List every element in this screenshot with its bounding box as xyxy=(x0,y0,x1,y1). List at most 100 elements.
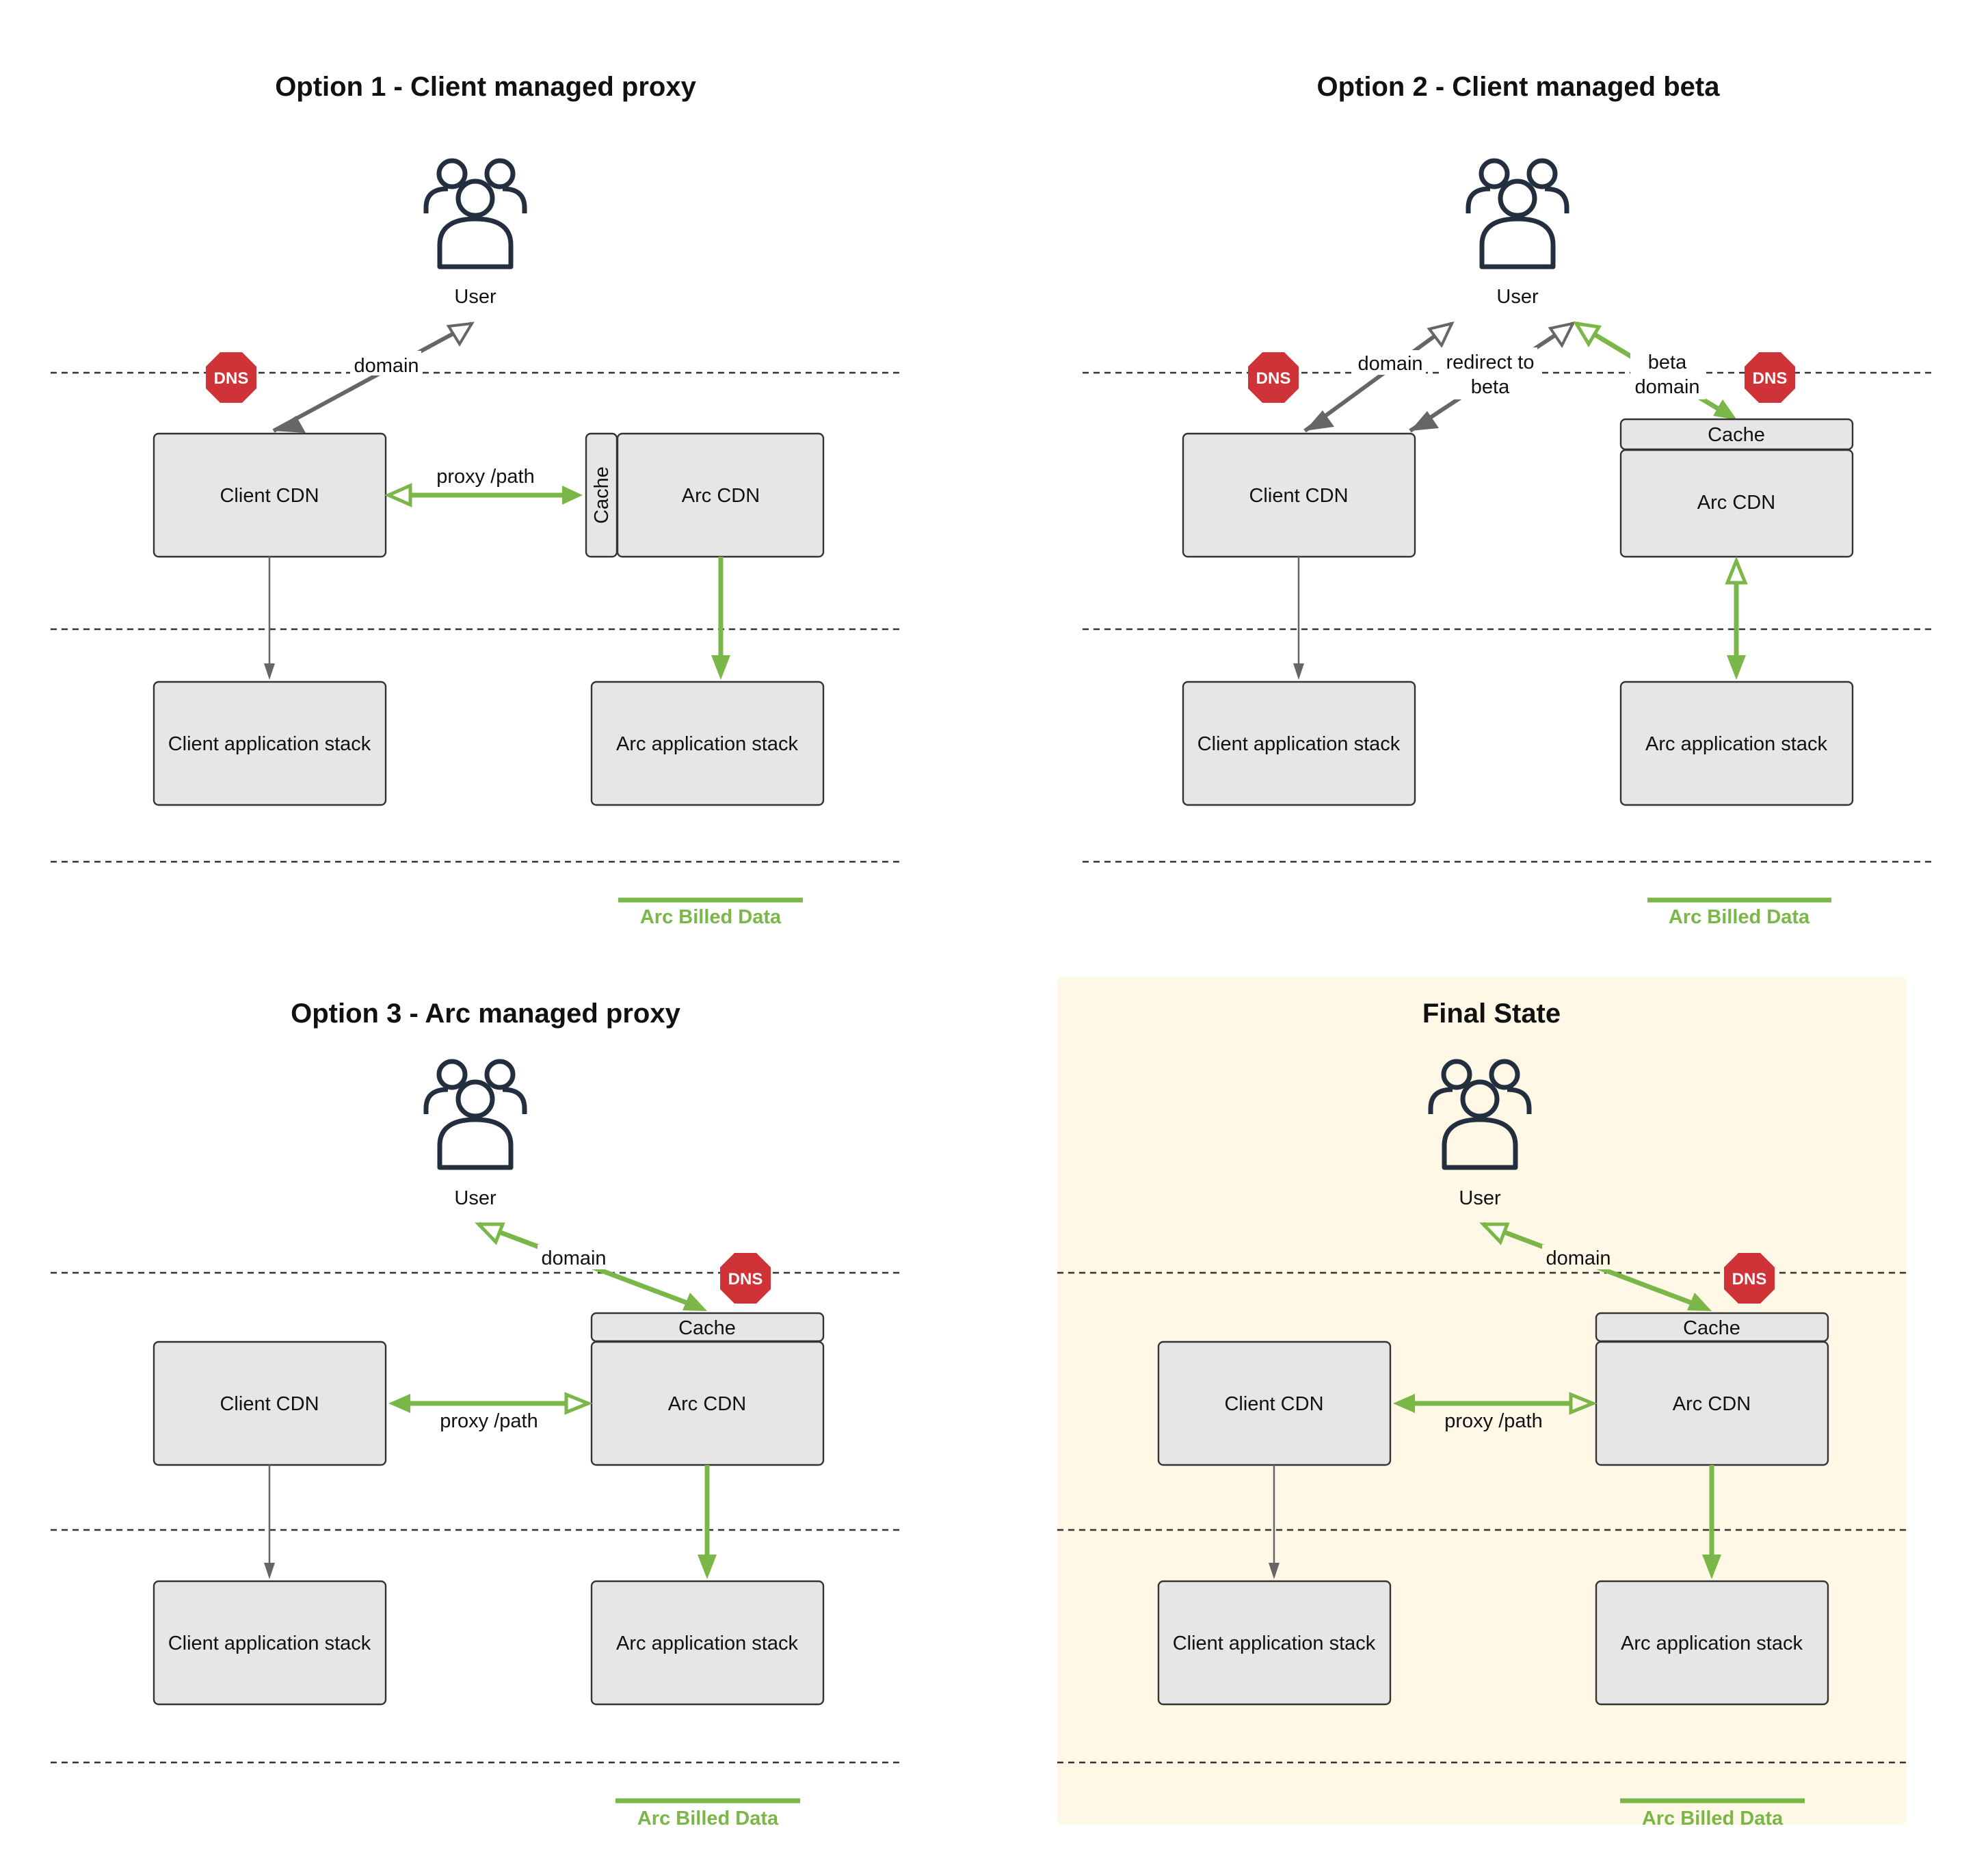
proxy-label: proxy /path xyxy=(440,1410,538,1432)
dns-badge-label: DNS xyxy=(214,369,249,388)
arc-cdn-label: Arc CDN xyxy=(668,1393,746,1415)
label-backdrop xyxy=(1630,347,1706,399)
arrowhead-filled xyxy=(264,663,275,680)
user-group-icon xyxy=(426,161,525,267)
legend-label: Arc Billed Data xyxy=(637,1808,779,1829)
arrowhead-open xyxy=(384,483,412,507)
cache-label: Cache xyxy=(1708,424,1765,446)
beta-label-line2: domain xyxy=(1634,376,1699,398)
arc-stack-label: Arc application stack xyxy=(1645,733,1827,755)
dns-badge-label: DNS xyxy=(1256,369,1291,388)
client-stack-box xyxy=(153,1580,387,1706)
arrowhead-filled xyxy=(1305,410,1334,431)
arrowhead-filled xyxy=(1410,411,1439,431)
client-stack-label: Client application stack xyxy=(1173,1633,1376,1654)
arc-stack-box xyxy=(1595,1580,1829,1706)
redirect-label-line2: beta xyxy=(1471,376,1510,398)
client-cdn-label: Client CDN xyxy=(220,1393,319,1415)
arc-stack-label: Arc application stack xyxy=(616,733,798,755)
panel-title: Option 1 - Client managed proxy xyxy=(275,72,696,102)
proxy-label: proxy /path xyxy=(436,466,534,488)
domain-label: domain xyxy=(1357,353,1422,375)
client-stack-label: Client application stack xyxy=(1197,733,1401,755)
beta-label-line1: beta xyxy=(1648,352,1687,373)
client-cdn-label: Client CDN xyxy=(1224,1393,1323,1415)
arrowhead-open xyxy=(1725,556,1748,585)
arc-cdn-label: Arc CDN xyxy=(1673,1393,1751,1415)
panel-option-2: Option 2 - Client managed beta User doma… xyxy=(1083,72,1934,928)
cache-label: Cache xyxy=(678,1317,736,1339)
arrowhead-filled xyxy=(274,416,306,433)
arc-cdn-label: Arc CDN xyxy=(1697,492,1775,514)
arc-cdn-label: Arc CDN xyxy=(682,485,760,507)
arrowhead-filled xyxy=(1269,1563,1280,1579)
cache-label: Cache xyxy=(591,466,613,524)
client-cdn-label: Client CDN xyxy=(1249,485,1348,507)
arrowhead-filled xyxy=(698,1555,717,1579)
arrowhead-open xyxy=(475,1222,505,1245)
label-backdrop xyxy=(538,1245,610,1269)
panel-title: Option 3 - Arc managed proxy xyxy=(291,999,680,1029)
label-backdrop xyxy=(350,351,421,375)
arrowhead-open xyxy=(1427,321,1455,348)
arrowhead-filled xyxy=(388,1394,410,1413)
user-label: User xyxy=(454,286,496,308)
arrowhead-filled xyxy=(1293,663,1304,680)
arrowhead-filled xyxy=(682,1293,707,1311)
arrowhead-open xyxy=(1573,321,1602,347)
arrowhead-open xyxy=(564,1392,593,1415)
proxy-label: proxy /path xyxy=(1444,1410,1542,1432)
arrowhead-filled xyxy=(1713,399,1737,420)
user-group-icon xyxy=(1468,161,1567,267)
arrowhead-filled xyxy=(1393,1394,1415,1413)
dns-badge-label: DNS xyxy=(1732,1270,1767,1289)
user-label: User xyxy=(454,1187,496,1209)
domain-label: domain xyxy=(541,1247,606,1269)
panel-option-1: Option 1 - Client managed proxy User dom… xyxy=(51,72,901,928)
arrowhead-open xyxy=(1479,1222,1510,1245)
arc-stack-box xyxy=(1619,681,1854,806)
panel-title: Option 2 - Client managed beta xyxy=(1317,72,1721,102)
redirect-label-line1: redirect to xyxy=(1446,352,1535,373)
dns-badge-label: DNS xyxy=(728,1270,763,1289)
user-label: User xyxy=(1459,1187,1501,1209)
arc-cdn-box xyxy=(1619,449,1854,558)
client-stack-label: Client application stack xyxy=(168,1633,371,1654)
domain-arrow xyxy=(1303,321,1453,433)
arrowhead-filled xyxy=(711,655,730,680)
arc-stack-box xyxy=(590,681,825,806)
arrowhead-open xyxy=(1569,1392,1598,1415)
user-group-icon xyxy=(426,1061,525,1167)
arrowhead-open xyxy=(1548,321,1576,348)
cache-label: Cache xyxy=(1683,1317,1740,1339)
client-stack-box xyxy=(1182,681,1416,806)
dns-badge-label: DNS xyxy=(1753,369,1788,388)
panel-title: Final State xyxy=(1422,999,1561,1029)
arrowhead-filled xyxy=(1687,1293,1712,1311)
legend-label: Arc Billed Data xyxy=(1669,906,1810,928)
legend-label: Arc Billed Data xyxy=(640,906,782,928)
client-stack-box xyxy=(1157,1580,1392,1706)
domain-label: domain xyxy=(354,355,419,377)
arrowhead-filled xyxy=(1702,1555,1721,1579)
panel-option-3: Option 3 - Arc managed proxy User domain… xyxy=(51,999,901,1829)
label-backdrop xyxy=(1442,347,1537,399)
arrowhead-filled xyxy=(562,486,583,505)
arc-stack-label: Arc application stack xyxy=(1621,1633,1803,1654)
client-stack-label: Client application stack xyxy=(168,733,371,755)
domain-arrow xyxy=(272,321,473,433)
arc-stack-label: Arc application stack xyxy=(616,1633,798,1654)
client-stack-box xyxy=(153,681,387,806)
label-backdrop xyxy=(1355,350,1426,375)
arc-stack-box xyxy=(590,1580,825,1706)
arrowhead-filled xyxy=(264,1563,275,1579)
domain-label: domain xyxy=(1546,1247,1611,1269)
panel-final-state: Final State User domain DNS Client CDN C… xyxy=(1057,999,1907,1829)
arrowhead-open xyxy=(446,321,475,347)
arrowhead-filled xyxy=(1727,655,1746,680)
label-backdrop xyxy=(1542,1245,1615,1269)
legend-label: Arc Billed Data xyxy=(1642,1808,1784,1829)
client-cdn-label: Client CDN xyxy=(220,485,319,507)
